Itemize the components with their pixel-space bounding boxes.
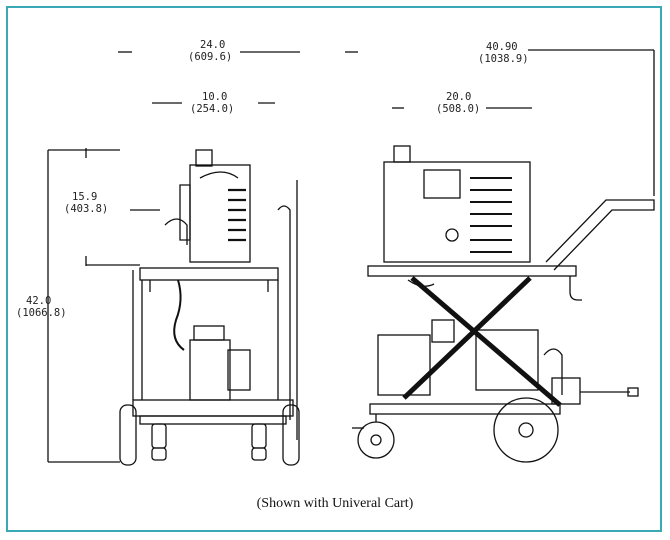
front-view xyxy=(119,149,300,466)
dim-label: (508.0) xyxy=(436,103,480,115)
dim-label: (403.8) xyxy=(64,203,108,215)
figure-frame xyxy=(6,6,662,532)
dim-overall-length xyxy=(528,49,655,196)
dim-label: (609.6) xyxy=(188,51,232,63)
dim-label: (254.0) xyxy=(190,103,234,115)
dim-label: 15.9 xyxy=(72,191,97,203)
dim-label: 20.0 xyxy=(446,91,471,103)
dim-overall-height xyxy=(47,148,120,463)
figure-caption: (Shown with Univeral Cart) xyxy=(256,496,414,511)
dim-label: 24.0 xyxy=(200,39,225,51)
dim-label: 42.0 xyxy=(26,295,51,307)
dim-label: 10.0 xyxy=(202,91,227,103)
dim-label: (1066.8) xyxy=(16,307,67,319)
side-view xyxy=(352,145,655,463)
dim-unit-height xyxy=(85,209,160,266)
dim-label: 40.90 xyxy=(486,41,518,53)
dim-label: (1038.9) xyxy=(478,53,529,65)
dimension-labels: 24.0 (609.6) 10.0 (254.0) 15.9 (403.8) 4… xyxy=(16,39,529,319)
